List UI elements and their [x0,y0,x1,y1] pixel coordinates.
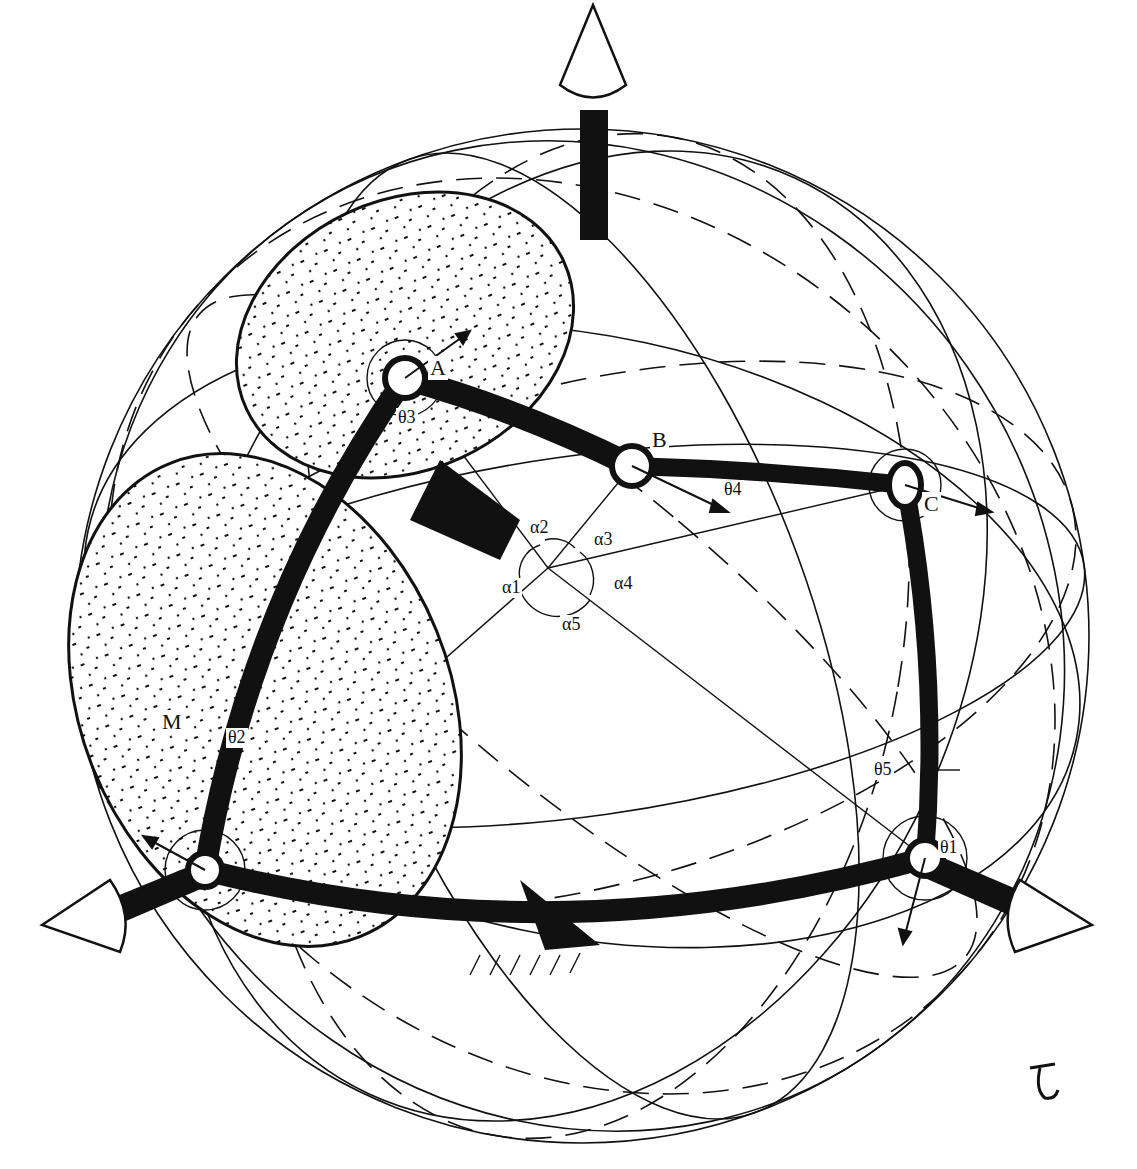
angle-label: θ1 [938,838,960,858]
joint-label: B [650,428,669,452]
angle-label: θ4 [722,480,744,500]
angle-label: θ2 [226,728,248,748]
joint-label: M [160,710,184,734]
angle-label: α5 [560,615,582,635]
angle-label: α2 [528,518,550,538]
angle-label: θ5 [872,760,894,780]
angle-label: θ3 [396,408,418,428]
angle-label: α3 [592,530,614,550]
joint-label: C [922,492,941,516]
angle-label: α1 [500,578,522,598]
angle-label: α4 [612,574,634,594]
joint-label: A [428,356,448,380]
